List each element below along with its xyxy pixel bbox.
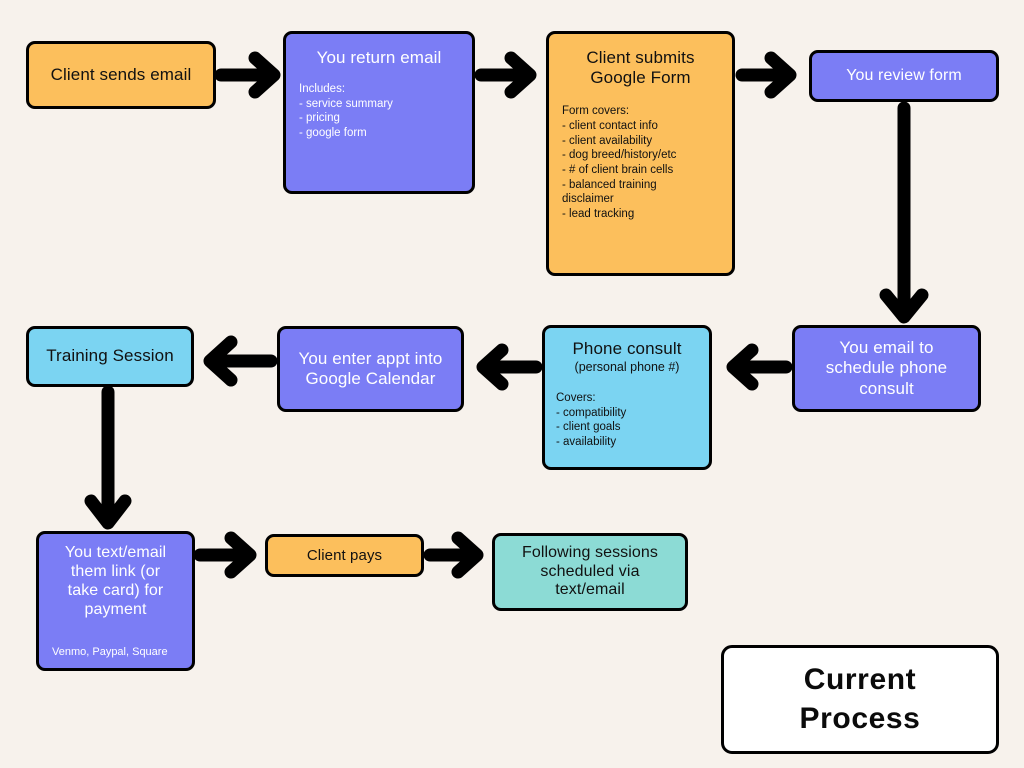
arrow-enter-appt-to-training-session: [203, 335, 278, 387]
title-card-current-process: Current Process: [721, 645, 999, 754]
node-you-text-email-them-link-for-payment[interactable]: You text/email them link (or take card) …: [36, 531, 195, 671]
node-details: Form covers: - client contact info - cli…: [562, 105, 677, 221]
arrow-client-pays-to-following-sessions: [423, 531, 484, 579]
node-client-pays[interactable]: Client pays: [265, 534, 424, 577]
arrow-client-submits-form-to-you-review-form: [735, 51, 797, 99]
node-training-session[interactable]: Training Session: [26, 326, 194, 387]
node-subtitle: Venmo, Paypal, Square: [52, 645, 168, 658]
node-you-review-form[interactable]: You review form: [809, 50, 999, 102]
node-client-submits-google-form[interactable]: Client submits Google Form Form covers: …: [546, 31, 735, 276]
node-label: Training Session: [46, 346, 174, 366]
node-label: You text/email them link (or take card) …: [64, 544, 167, 618]
arrow-phone-consult-to-enter-appt: [476, 343, 543, 391]
arrow-you-review-form-to-you-email-schedule: [879, 101, 929, 324]
node-phone-consult[interactable]: Phone consult (personal phone #) Covers:…: [542, 325, 712, 470]
node-you-email-to-schedule-phone-consult[interactable]: You email to schedule phone consult: [792, 325, 981, 412]
node-label: You email to schedule phone consult: [825, 338, 948, 398]
page-title: Current Process: [799, 663, 921, 735]
node-label: Client pays: [306, 546, 383, 564]
node-label: Following sessions scheduled via text/em…: [521, 543, 659, 599]
node-you-enter-appt-into-google-calendar[interactable]: You enter appt into Google Calendar: [277, 326, 464, 412]
arrow-training-session-to-payment: [84, 385, 132, 530]
node-label: Client sends email: [50, 64, 192, 84]
node-following-sessions-scheduled-via-text-email[interactable]: Following sessions scheduled via text/em…: [492, 533, 688, 611]
node-label: You review form: [846, 66, 962, 84]
arrow-you-email-schedule-to-phone-consult: [726, 343, 793, 391]
node-label: You return email: [316, 48, 442, 67]
node-label: Phone consult: [572, 339, 682, 358]
node-label: Client submits Google Form: [586, 48, 695, 88]
arrow-payment-to-client-pays: [193, 531, 257, 579]
arrow-you-return-email-to-client-submits-form: [474, 51, 537, 99]
node-you-return-email[interactable]: You return email Includes: - service sum…: [283, 31, 475, 194]
node-label: You enter appt into Google Calendar: [298, 348, 443, 388]
node-details: Includes: - service summary - pricing - …: [299, 83, 393, 140]
arrow-client-sends-email-to-you-return-email: [214, 51, 281, 99]
node-client-sends-email[interactable]: Client sends email: [26, 41, 216, 109]
node-subtitle: (personal phone #): [574, 360, 680, 375]
node-details: Covers: - compatibility - client goals -…: [556, 392, 627, 449]
